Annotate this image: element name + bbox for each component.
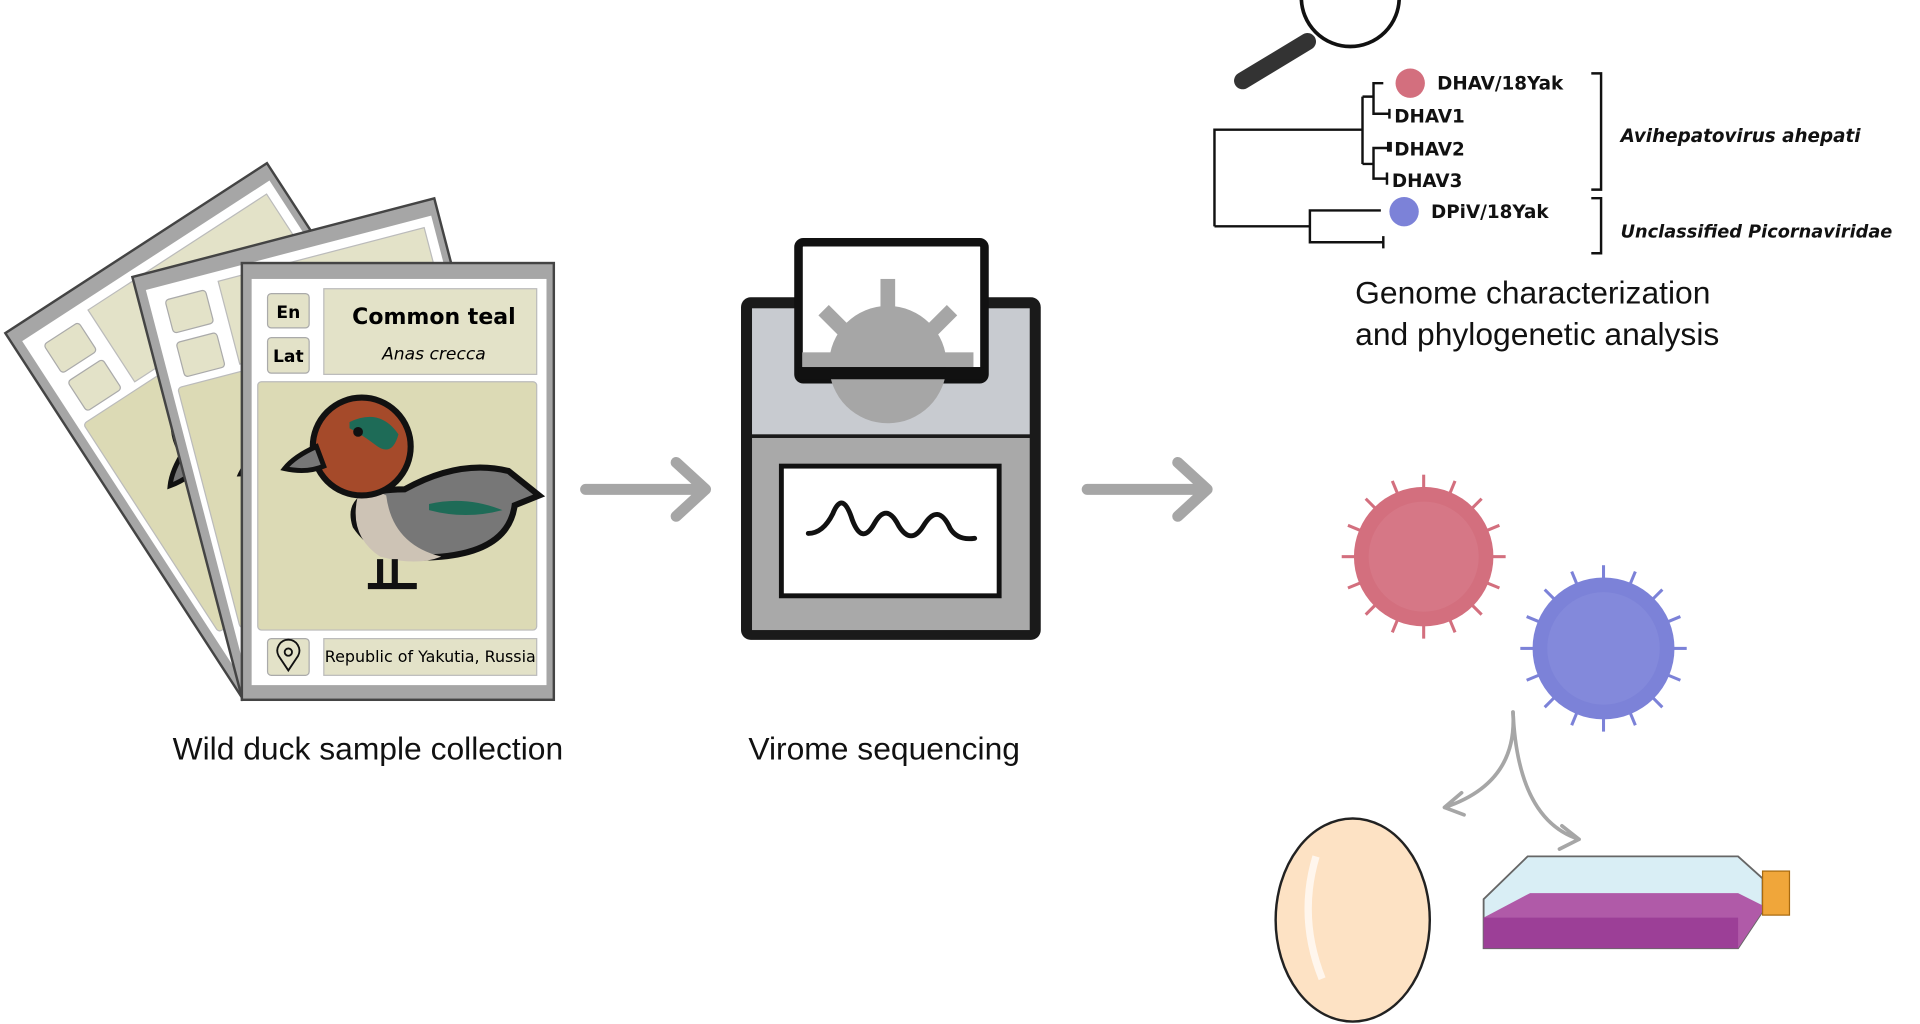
tree-leaf: DHAV3 xyxy=(1392,171,1463,192)
virus-spike xyxy=(1666,673,1681,682)
phylogenetic-tree xyxy=(1213,72,1603,255)
step-label-analysis: Genome characterization xyxy=(1355,274,1710,310)
virus-spike xyxy=(1666,615,1681,624)
step-label-analysis-2: and phylogenetic analysis xyxy=(1355,316,1719,352)
arrow-right-icon xyxy=(580,456,712,522)
sequencer-icon xyxy=(741,237,1041,640)
branch-arrows-icon xyxy=(1442,710,1581,851)
clade-label: Avihepatovirus ahepati xyxy=(1619,126,1862,147)
tree-leaf: DHAV/18Yak xyxy=(1437,73,1564,94)
clade-label: Unclassified Picornaviridae xyxy=(1621,222,1893,242)
virus-spike xyxy=(1390,618,1400,633)
embryonated-egg-icon xyxy=(1274,817,1432,1023)
arrow-right-icon xyxy=(1081,456,1213,522)
virus-spike xyxy=(1650,588,1664,602)
lat-label: Lat xyxy=(273,347,304,367)
virus-spike xyxy=(1543,588,1557,602)
virus-spike xyxy=(1650,695,1664,709)
virus-spike xyxy=(1526,615,1541,624)
tree-leaf: DHAV1 xyxy=(1394,106,1465,127)
step-label-collection: Wild duck sample collection xyxy=(173,731,564,767)
common-name: Common teal xyxy=(352,305,515,330)
dhav-virus-icon xyxy=(1341,474,1506,639)
magnifier-icon xyxy=(1234,0,1401,90)
virus-spike xyxy=(1543,695,1557,709)
virus-spike xyxy=(1390,480,1400,496)
cell-culture-flask-icon xyxy=(1482,855,1791,950)
dhav-marker xyxy=(1395,68,1425,98)
tree-leaf: DPiV/18Yak xyxy=(1431,202,1549,223)
latin-name: Anas crecca xyxy=(381,345,486,365)
virus-spike xyxy=(1526,673,1541,682)
step-label-sequencing: Virome sequencing xyxy=(748,731,1020,767)
map-pin-icon xyxy=(276,638,301,673)
sample-card-front: En Lat Common teal Anas crecca Republic … xyxy=(240,261,556,702)
tree-leaf: DHAV2 xyxy=(1394,139,1465,160)
location-text: Republic of Yakutia, Russia xyxy=(325,647,536,666)
dpiv-marker xyxy=(1389,196,1419,227)
dpiv-virus-icon xyxy=(1520,565,1687,732)
en-label: En xyxy=(276,303,300,323)
